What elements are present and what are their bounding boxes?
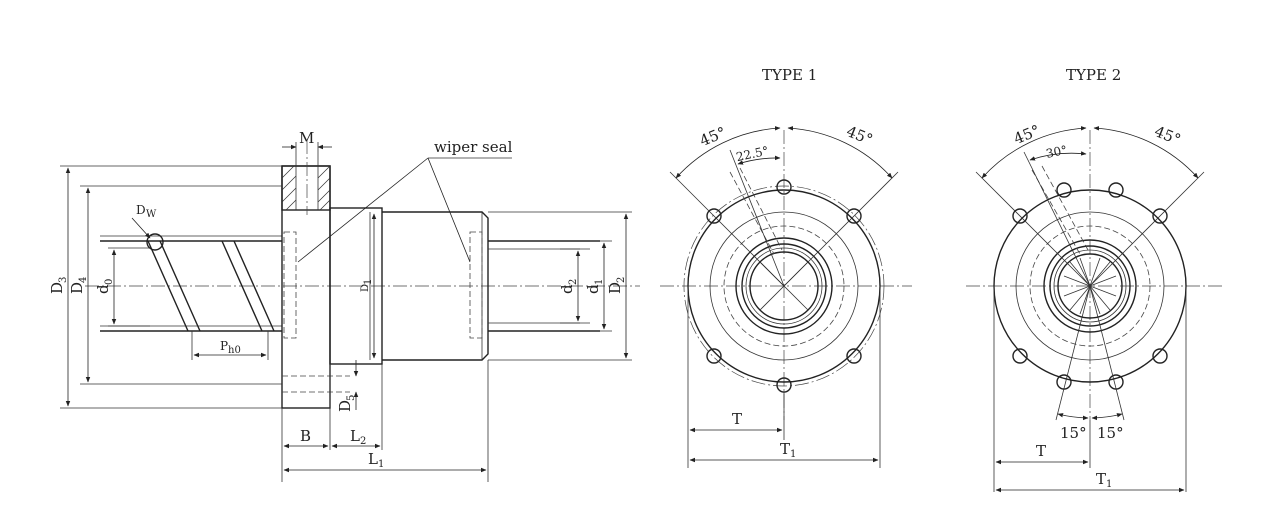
- svg-text:5: 5: [346, 395, 357, 401]
- label-L2: L 2: [350, 427, 366, 447]
- svg-text:4: 4: [78, 277, 89, 283]
- label-t1-T: T: [732, 410, 742, 428]
- svg-text:L: L: [350, 427, 360, 445]
- label-d0: d 0: [94, 279, 115, 294]
- label-D1: D 1: [360, 279, 374, 292]
- svg-text:1: 1: [378, 459, 384, 470]
- svg-text:T: T: [1096, 470, 1106, 488]
- svg-text:1: 1: [790, 449, 796, 460]
- svg-text:D: D: [136, 203, 146, 217]
- svg-text:2: 2: [616, 277, 627, 283]
- label-D4: D 4: [68, 277, 89, 294]
- label-M: M: [299, 129, 314, 147]
- label-d1: d 1: [584, 279, 605, 294]
- label-t2-T: T: [1036, 442, 1046, 460]
- label-t1-45-left: 45°: [697, 123, 728, 150]
- svg-text:d: d: [584, 284, 602, 294]
- label-t2-45-right: 45°: [1152, 122, 1183, 149]
- label-t1-T1: T 1: [780, 440, 796, 460]
- label-L1: L 1: [368, 450, 384, 470]
- svg-text:P: P: [220, 339, 228, 353]
- svg-text:1: 1: [1106, 479, 1112, 490]
- label-t2-T1: T 1: [1096, 470, 1112, 490]
- svg-text:T: T: [780, 440, 790, 458]
- label-Dw: D W: [136, 203, 157, 220]
- type1-view: [660, 126, 912, 468]
- svg-text:d: d: [558, 284, 576, 294]
- svg-text:D: D: [48, 282, 66, 294]
- svg-text:L: L: [368, 450, 378, 468]
- svg-text:2: 2: [360, 436, 366, 447]
- type1-title: TYPE 1: [762, 66, 817, 84]
- label-D3: D 3: [48, 277, 69, 294]
- svg-text:D: D: [360, 284, 371, 292]
- svg-text:d: d: [94, 284, 112, 294]
- label-t2-45-left: 45°: [1011, 121, 1042, 148]
- side-view: [60, 140, 640, 482]
- label-t2-30: 30°: [1045, 143, 1069, 161]
- svg-text:3: 3: [58, 277, 69, 283]
- label-wiper-seal: wiper seal: [434, 138, 513, 156]
- svg-text:1: 1: [363, 279, 374, 285]
- svg-text:0: 0: [104, 279, 115, 285]
- svg-text:h0: h0: [228, 345, 241, 356]
- svg-text:2: 2: [568, 279, 579, 285]
- type2-view: [966, 126, 1222, 493]
- type2-title: TYPE 2: [1066, 66, 1121, 84]
- label-d2: d 2: [558, 279, 579, 294]
- svg-text:1: 1: [594, 279, 605, 285]
- label-t2-15-right: 15°: [1097, 424, 1124, 442]
- label-D5: D 5: [336, 395, 357, 412]
- label-D2: D 2: [606, 277, 627, 294]
- label-B: B: [300, 427, 311, 445]
- label-t2-15-left: 15°: [1060, 424, 1087, 442]
- svg-text:D: D: [68, 282, 86, 294]
- label-Ph0: P h0: [220, 339, 241, 356]
- svg-text:D: D: [606, 282, 624, 294]
- label-t1-22-5: 22.5°: [735, 144, 770, 164]
- svg-text:W: W: [146, 209, 157, 220]
- svg-text:D: D: [336, 400, 354, 412]
